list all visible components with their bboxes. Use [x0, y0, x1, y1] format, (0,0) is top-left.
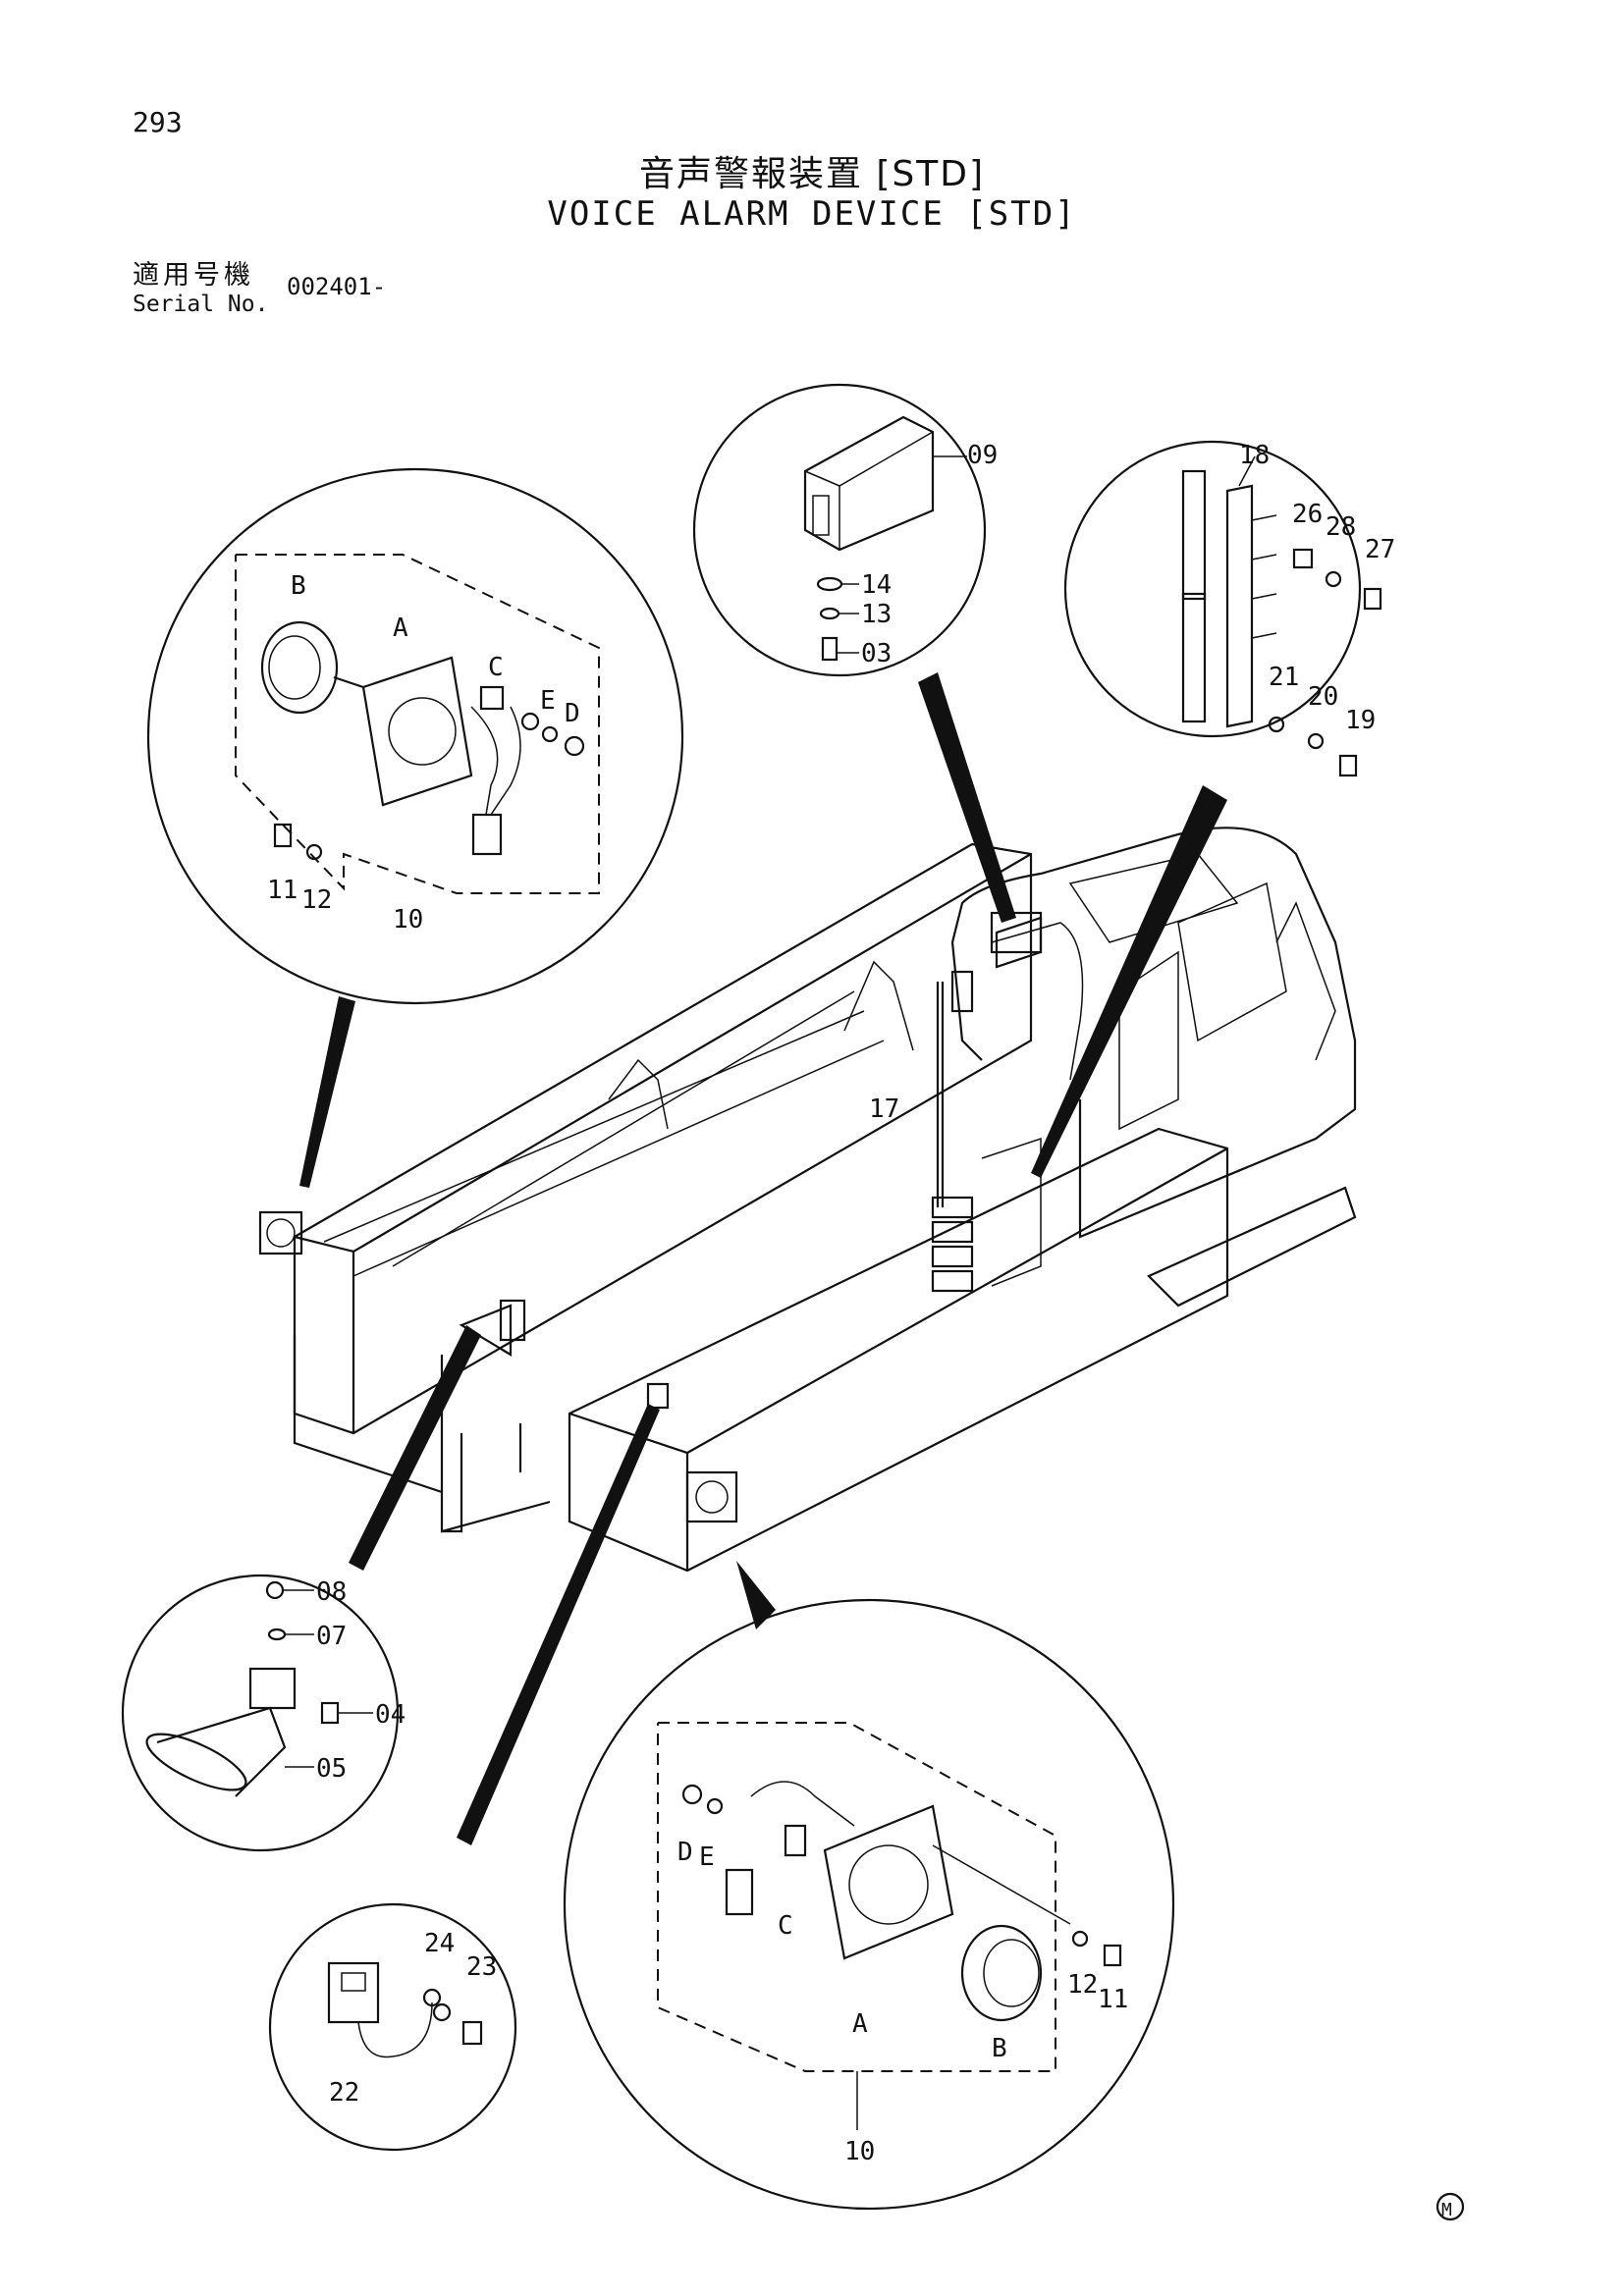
callout-21: 21: [1269, 663, 1299, 692]
callout-17: 17: [869, 1095, 899, 1124]
detail-controller: [692, 383, 987, 677]
callout-10-bottom: 10: [844, 2137, 875, 2166]
callout-08: 08: [316, 1577, 347, 1607]
detail-leaders: [299, 672, 1227, 1845]
callout-12-bottom: 12: [1067, 1970, 1098, 2000]
callout-E-bottom: E: [699, 1842, 715, 1872]
callout-04: 04: [375, 1700, 406, 1730]
page-title-japanese: 音声警報装置 [STD]: [638, 154, 986, 194]
callout-26: 26: [1292, 500, 1323, 529]
serial-label-english: Serial No.: [133, 292, 269, 317]
callout-24: 24: [424, 1929, 455, 1958]
callout-10-top: 10: [393, 905, 423, 934]
callout-23: 23: [466, 1952, 497, 1982]
serial-label-japanese: 適用号機: [133, 260, 254, 291]
crane-carrier-body: [258, 827, 1357, 1573]
detail-speaker-bottom: [563, 1598, 1175, 2211]
callout-13: 13: [861, 600, 892, 629]
callout-18: 18: [1239, 441, 1270, 470]
callout-11-bottom: 11: [1098, 1985, 1128, 2014]
callout-28: 28: [1326, 512, 1356, 542]
callout-09: 09: [967, 441, 998, 470]
serial-number-value: 002401-: [287, 273, 387, 300]
callout-03: 03: [861, 639, 892, 668]
callout-A-bottom: A: [852, 2009, 868, 2039]
callout-27: 27: [1365, 535, 1395, 564]
callout-07: 07: [316, 1622, 347, 1651]
callout-D-bottom: D: [677, 1838, 693, 1867]
callout-C-bottom: C: [778, 1911, 793, 1941]
callout-C-top: C: [488, 653, 504, 682]
callout-A-top: A: [393, 614, 408, 643]
manual-mark-icon: M: [1441, 2200, 1452, 2220]
callout-19: 19: [1345, 706, 1376, 735]
callout-D-top: D: [565, 699, 580, 728]
page-title-english: VOICE ALARM DEVICE [STD]: [547, 194, 1077, 234]
callout-12-top: 12: [301, 885, 332, 915]
detail-speaker-top: [146, 467, 684, 1005]
callout-B-top: B: [291, 571, 306, 601]
callout-B-bottom: B: [992, 2034, 1007, 2063]
callout-11-top: 11: [267, 876, 298, 905]
detail-horn: [121, 1574, 400, 1852]
page-number: 293: [133, 106, 183, 138]
detail-bracket: [1063, 440, 1382, 777]
callout-20: 20: [1308, 682, 1338, 712]
callout-E-top: E: [540, 686, 556, 716]
callout-22: 22: [329, 2078, 359, 2108]
callout-05: 05: [316, 1754, 347, 1784]
callout-labels: B A C E D 11 12 10 09 14 13 03 18 26 28 …: [267, 441, 1465, 2221]
detail-relay: [268, 1902, 517, 2152]
callout-14: 14: [861, 570, 892, 600]
